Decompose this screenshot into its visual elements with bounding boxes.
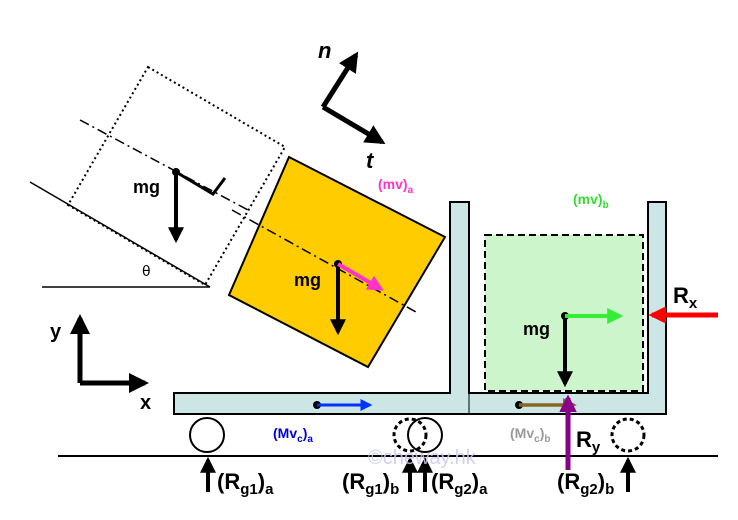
incline-surface: [29, 181, 211, 288]
t-axis-arrow: [321, 104, 386, 145]
mv-b-label: (mv)b: [573, 191, 609, 211]
wheel-ghost-2: [610, 417, 646, 453]
green-mg-label: mg: [523, 319, 550, 339]
n-axis-label: n: [318, 38, 331, 63]
cart: [173, 201, 667, 415]
incline: θ: [29, 181, 211, 288]
wheels: [58, 417, 718, 457]
block-centerline: [231, 209, 417, 313]
Rg2b-label: (Rg2)b: [557, 469, 614, 498]
theta-label: θ: [142, 264, 151, 280]
ghost-mg-label: mg: [133, 177, 160, 197]
t-axis-label: t: [366, 148, 375, 173]
watermark: ©cheway.hk: [368, 447, 477, 469]
ghost-velocity-arrow: [175, 170, 227, 196]
Rx-label: Rx: [673, 283, 698, 312]
Mvc-a-label: (Mvc)a: [273, 425, 313, 445]
green-block: mg: [484, 234, 644, 392]
ghost-block-outline: [66, 65, 287, 287]
xy-axes: y x: [50, 314, 151, 414]
wheel-1: [189, 417, 225, 453]
block-mg-label: mg: [294, 270, 321, 290]
ghost-centerline: [79, 119, 249, 211]
mv-a-arrow: [336, 262, 384, 291]
nt-axes: n t: [318, 38, 386, 173]
sliding-block: mg: [227, 155, 447, 369]
n-axis-arrow: [320, 51, 359, 109]
Ry-label: Ry: [576, 427, 601, 456]
Rg1a-label: (Rg1)a: [217, 469, 274, 498]
cart-body: [173, 201, 667, 415]
ghost-block: mg: [66, 65, 287, 287]
Rg2a-label: (Rg2)a: [431, 469, 488, 498]
wheel-ghost-1: [392, 417, 428, 453]
cart-momentum: [313, 398, 577, 412]
Mvc-b-label: (Mvc)b: [510, 425, 550, 445]
x-axis-label: x: [140, 392, 151, 414]
Rg1b-label: (Rg1)b: [342, 469, 399, 498]
forces: [200, 306, 718, 492]
mv-a-label: (mv)a: [378, 176, 414, 196]
y-axis-label: y: [50, 321, 62, 343]
